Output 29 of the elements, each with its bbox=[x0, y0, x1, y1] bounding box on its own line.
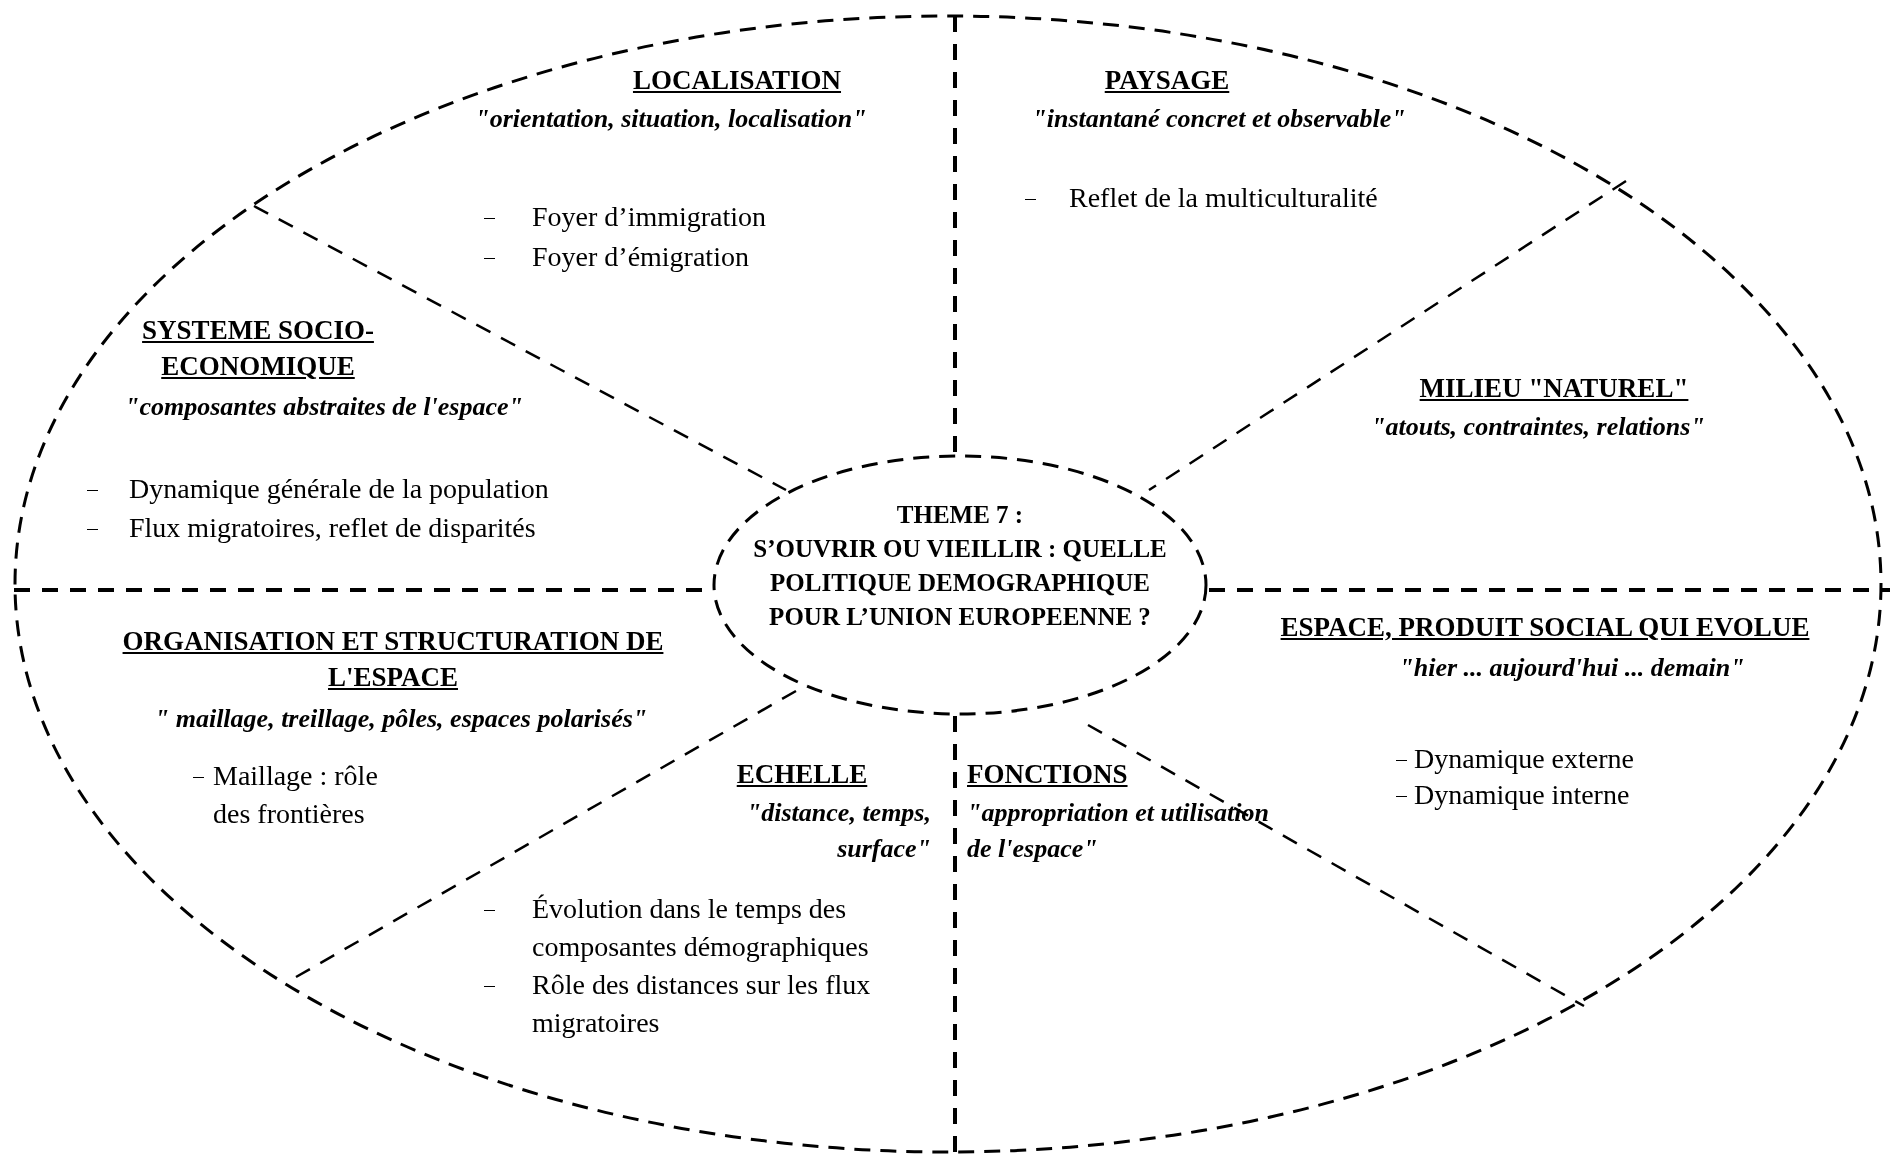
list-item: Évolution dans le temps des composantes démographiques bbox=[532, 892, 870, 964]
sector-heading: ECHELLE bbox=[736, 758, 868, 791]
list-item: Dynamique interne bbox=[1414, 778, 1630, 812]
sector-subtitle: "atouts, contraintes, relations" bbox=[1371, 411, 1705, 443]
sector-heading: LOCALISATION bbox=[632, 64, 841, 97]
list-item: Dynamique externe bbox=[1414, 742, 1634, 776]
sector-heading: ORGANISATION ET STRUCTURATION DE L'ESPACE bbox=[121, 625, 665, 694]
sector-subtitle: " maillage, treillage, pôles, espaces polarisés" bbox=[154, 703, 648, 735]
list-item: Dynamique générale de la population bbox=[129, 472, 549, 506]
list-item: Reflet de la multiculturalité bbox=[1069, 181, 1378, 215]
theme-question: S’OUVRIR OU VIEILLIR : QUELLE POLITIQUE DEMOGRAPHIQUE POUR L’UNION EUROPEENNE ? bbox=[752, 534, 1168, 632]
sector-subtitle: "orientation, situation, localisation" bbox=[475, 103, 867, 135]
sector-heading: FONCTIONS bbox=[967, 758, 1128, 791]
sector-subtitle: "composantes abstraites de l'espace" bbox=[125, 391, 523, 423]
sector-subtitle: "instantané concret et observable" bbox=[1032, 103, 1406, 135]
list-item: Maillage : rôle des frontières bbox=[213, 759, 379, 831]
sector-heading: PAYSAGE bbox=[1104, 64, 1230, 97]
sector-subtitle: "distance, temps, surface" bbox=[745, 797, 931, 865]
list-item: Flux migratoires, reflet de disparités bbox=[129, 511, 536, 545]
sector-heading: ESPACE, PRODUIT SOCIAL QUI EVOLUE bbox=[1280, 611, 1810, 644]
sector-subtitle: "appropriation et utilisation de l'espace" bbox=[967, 797, 1270, 865]
list-item: Rôle des distances sur les flux migratoires bbox=[532, 968, 872, 1040]
list-item: Foyer d’émigration bbox=[532, 240, 749, 274]
sector-heading: MILIEU "NATUREL" bbox=[1419, 372, 1689, 405]
theme-ellipse bbox=[712, 454, 1208, 716]
list-item: Foyer d’immigration bbox=[532, 200, 767, 234]
sector-subtitle: "hier ... aujourd'hui ... demain" bbox=[1399, 652, 1745, 684]
sector-heading: SYSTEME SOCIO-ECONOMIQUE bbox=[141, 314, 375, 383]
theme-number: THEME 7 : bbox=[895, 500, 1025, 530]
